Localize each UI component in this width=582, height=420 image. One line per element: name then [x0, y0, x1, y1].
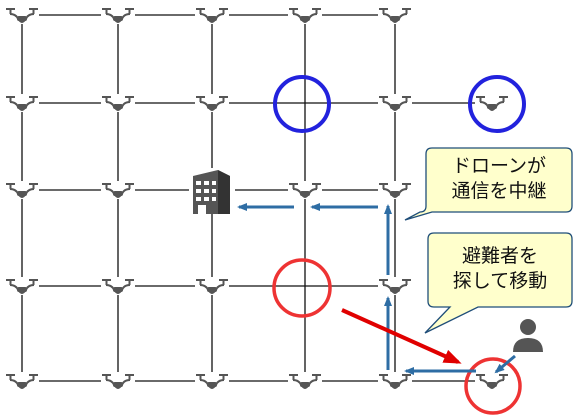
person-icon — [513, 319, 543, 352]
drone-icon — [288, 6, 322, 24]
drone-icon — [101, 372, 135, 390]
search-circles — [272, 258, 522, 415]
callout-relay — [404, 147, 573, 221]
drone-icon — [5, 6, 39, 24]
drone-icon — [378, 372, 412, 390]
drone-icon — [475, 372, 509, 390]
movement-arrow — [341, 308, 462, 364]
callout-search-line1: 避難者を — [461, 245, 538, 267]
drone-icon — [288, 372, 322, 390]
callout-relay-line2: 通信を中継 — [451, 180, 547, 202]
callout-search — [424, 232, 573, 334]
drone-icon — [378, 94, 412, 112]
drone-icon — [378, 277, 412, 295]
drone-icon — [378, 6, 412, 24]
callout-search-text: 避難者を 探して移動 — [428, 244, 572, 294]
drone-icon — [101, 181, 135, 199]
drone-icon — [101, 277, 135, 295]
drone-nodes — [5, 6, 509, 390]
drone-icon — [195, 6, 229, 24]
drone-icon — [5, 372, 39, 390]
relay-circle — [273, 75, 331, 133]
drone-icon — [5, 181, 39, 199]
drone-icon — [101, 6, 135, 24]
relay-circles — [273, 75, 526, 133]
relay-arrow — [494, 354, 516, 374]
callout-relay-line1: ドローンが — [451, 155, 547, 177]
callout-relay-text: ドローンが 通信を中継 — [426, 154, 572, 204]
search-circle — [272, 258, 332, 318]
drone-icon — [101, 94, 135, 112]
callout-search-line2: 探して移動 — [452, 270, 548, 292]
drone-icon — [5, 277, 39, 295]
relay-path — [237, 203, 516, 375]
drone-icon — [5, 94, 39, 112]
drone-icon — [195, 372, 229, 390]
relay-circle — [468, 75, 526, 133]
drone-icon — [195, 277, 229, 295]
drone-icon — [378, 181, 412, 199]
search-circle — [464, 357, 522, 415]
grid-lines — [21, 14, 492, 382]
drone-icon — [195, 94, 229, 112]
building-icon — [189, 168, 235, 214]
drone-icon — [288, 181, 322, 199]
drone-icon — [475, 94, 509, 112]
